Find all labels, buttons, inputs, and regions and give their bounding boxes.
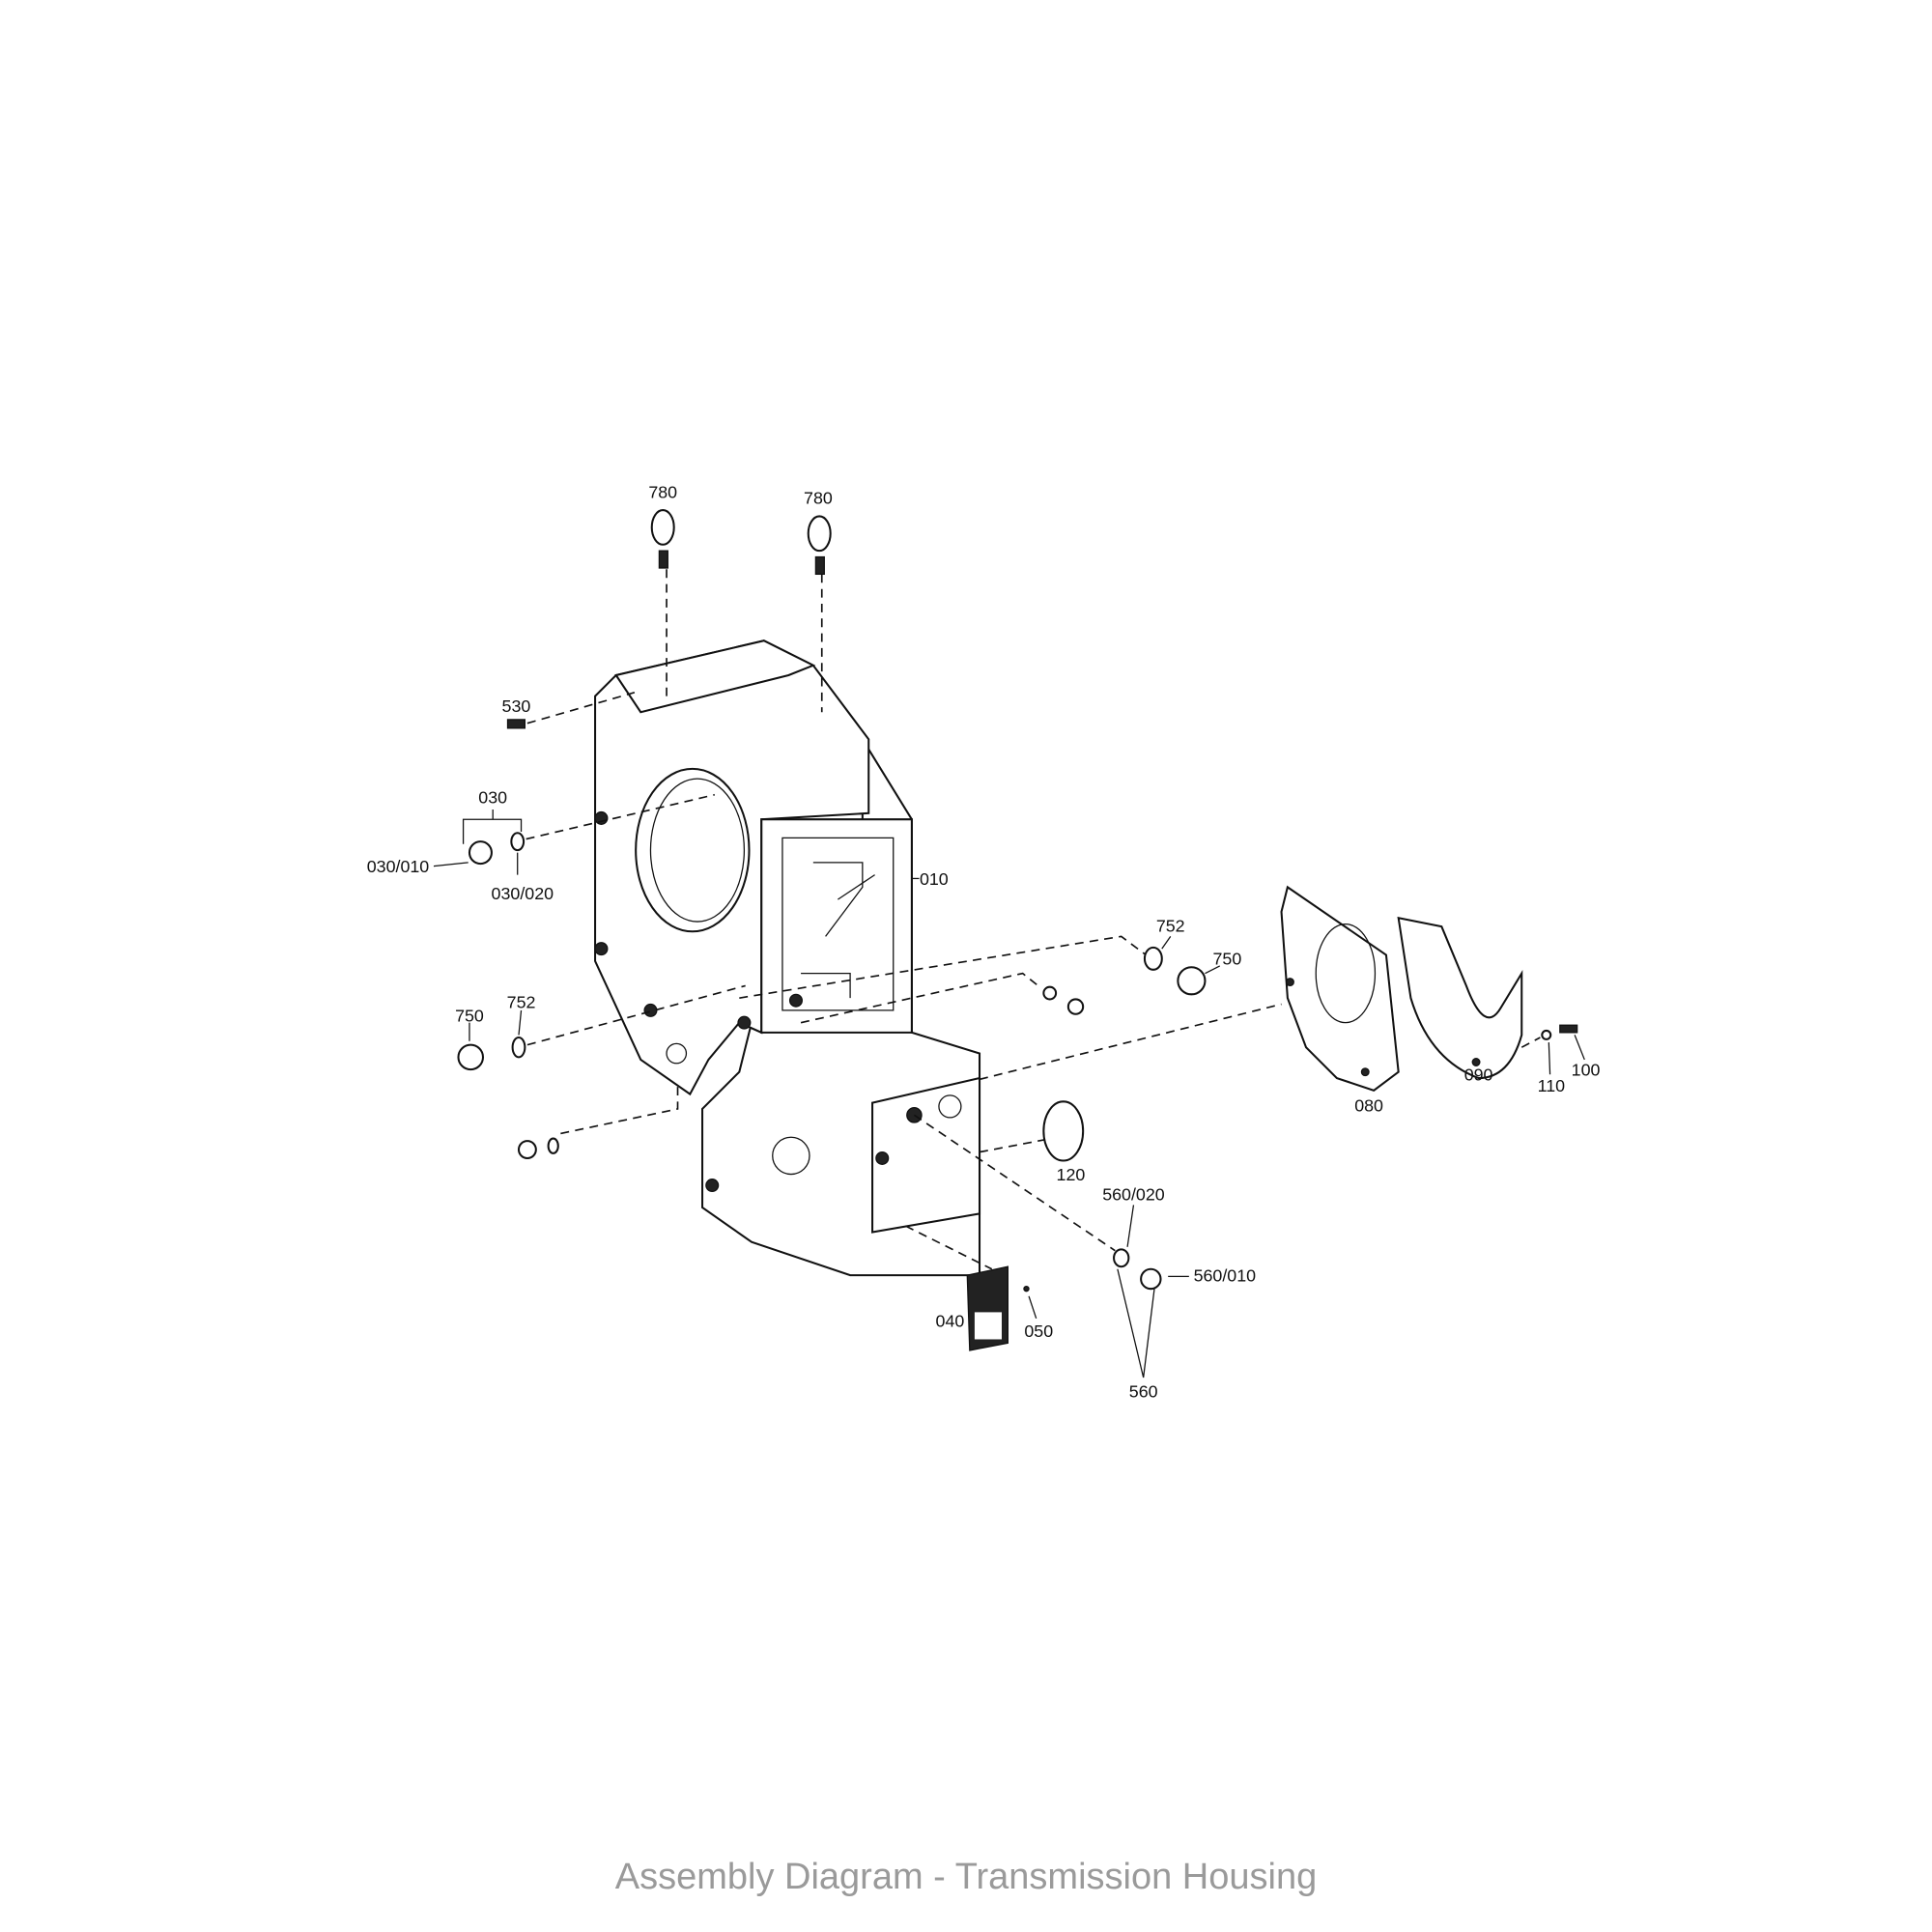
label-090: 090: [1464, 1065, 1493, 1085]
label-010: 010: [920, 869, 949, 889]
label-752: 752: [507, 992, 536, 1011]
label-750: 750: [1213, 950, 1242, 969]
bolt-100[interactable]: [1559, 1024, 1578, 1034]
cover-090[interactable]: [1397, 916, 1523, 1080]
seal-lower[interactable]: [547, 1137, 559, 1154]
label-750: 750: [455, 1006, 484, 1025]
label-110: 110: [1538, 1076, 1566, 1095]
label-050: 050: [1024, 1321, 1053, 1341]
label-040: 040: [936, 1312, 965, 1331]
label-780: 780: [648, 482, 677, 501]
cover-080[interactable]: [1280, 885, 1400, 1092]
label-560-010: 560/010: [1194, 1266, 1257, 1286]
label-030-010: 030/010: [367, 857, 430, 876]
plug-560-010[interactable]: [1140, 1267, 1162, 1291]
plug-lower[interactable]: [517, 1140, 537, 1159]
seal-560-020[interactable]: [1113, 1248, 1130, 1268]
housing-010[interactable]: [594, 639, 981, 1277]
label-100: 100: [1572, 1061, 1601, 1080]
washer-110[interactable]: [1541, 1029, 1552, 1040]
plug-750-left[interactable]: [457, 1043, 485, 1071]
label-780: 780: [804, 489, 833, 508]
plug-530[interactable]: [506, 719, 526, 729]
eyebolt-780-left[interactable]: [650, 509, 675, 569]
seal-030-020[interactable]: [510, 832, 526, 852]
label-080: 080: [1354, 1096, 1383, 1116]
label-560: 560: [1129, 1381, 1158, 1401]
label-030-020: 030/020: [492, 884, 554, 903]
label-530: 530: [502, 696, 531, 716]
eyebolt-780-right[interactable]: [807, 515, 832, 576]
diagram-title: Assembly Diagram - Transmission Housing: [614, 1857, 1318, 1897]
label-030: 030: [478, 788, 507, 808]
rivet-050[interactable]: [1023, 1285, 1030, 1293]
plug-750-right[interactable]: [1177, 966, 1207, 996]
seal-752-right[interactable]: [1143, 946, 1163, 971]
label-752: 752: [1156, 916, 1185, 935]
label-560-020: 560/020: [1102, 1184, 1165, 1204]
label-120: 120: [1057, 1165, 1086, 1184]
plug-030-010[interactable]: [468, 840, 493, 866]
nameplate-040[interactable]: [966, 1265, 1009, 1351]
cap-120[interactable]: [1042, 1100, 1085, 1162]
seal-752-left[interactable]: [511, 1036, 526, 1059]
